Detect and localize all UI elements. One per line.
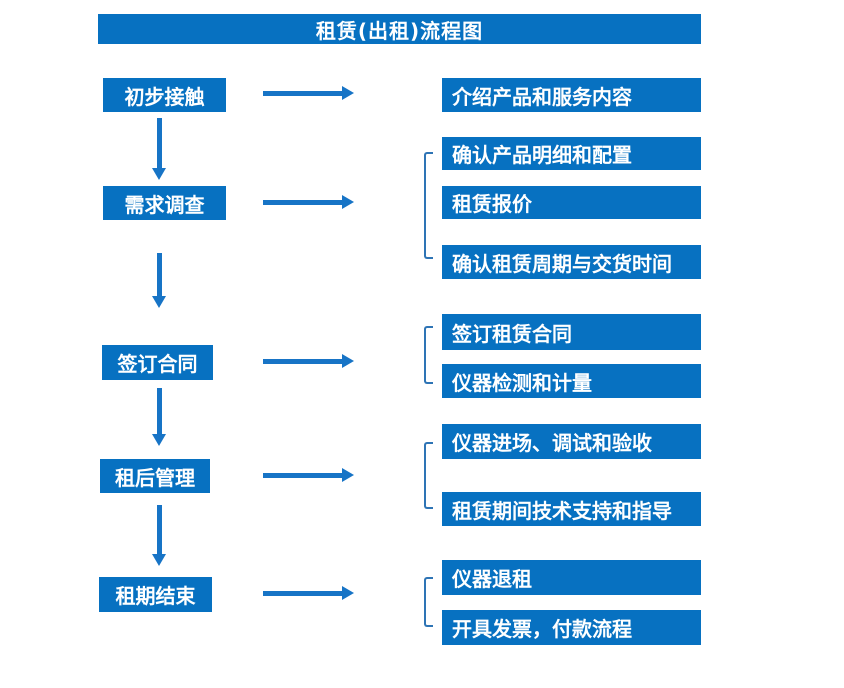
detail-box: 仪器退租: [442, 560, 701, 595]
step-box-post-rental-management: 租后管理: [100, 459, 210, 493]
page-title: 租赁(出租)流程图: [98, 14, 701, 44]
step-box-initial-contact: 初步接触: [103, 78, 226, 112]
detail-box: 签订租赁合同: [442, 314, 701, 350]
detail-box: 租赁期间技术支持和指导: [442, 492, 701, 526]
group-bracket: [424, 152, 433, 259]
detail-box: 仪器进场、调试和验收: [442, 424, 701, 459]
detail-box: 开具发票，付款流程: [442, 610, 701, 645]
step-box-rental-end: 租期结束: [99, 577, 212, 612]
detail-box: 确认租赁周期与交货时间: [442, 245, 701, 279]
group-bracket: [424, 577, 433, 627]
group-bracket: [424, 442, 433, 509]
detail-box: 确认产品明细和配置: [442, 137, 701, 170]
step-box-sign-contract: 签订合同: [102, 345, 213, 380]
detail-box: 介绍产品和服务内容: [442, 78, 701, 112]
detail-box: 仪器检测和计量: [442, 364, 701, 398]
group-bracket: [424, 326, 433, 384]
step-box-demand-survey: 需求调查: [103, 186, 226, 220]
detail-box: 租赁报价: [442, 186, 701, 219]
